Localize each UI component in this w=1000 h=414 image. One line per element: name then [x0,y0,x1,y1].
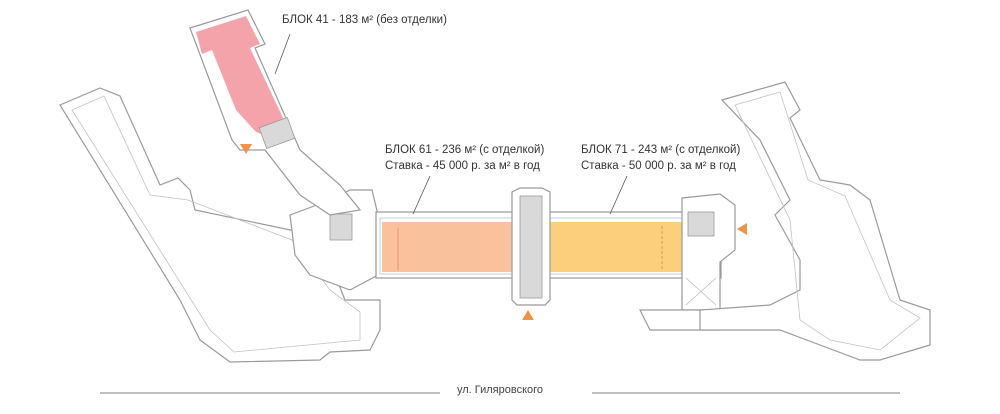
entrance-arrow-north [240,144,252,154]
block-41-label: БЛОК 41 - 183 м² (без отделки) [282,12,447,28]
street-name: ул. Гиляровского [456,384,544,396]
block-71-area [545,222,682,272]
block-71-title: БЛОК 71 - 243 м² (с отделкой) [581,144,741,156]
block-61-rate: Ставка - 45 000 р. за м² в год [385,160,540,172]
right-stairs [687,211,715,237]
leader-line-41 [274,33,291,75]
entrance-arrow-south [522,310,534,320]
central-stairs [519,195,543,299]
right-tower [681,193,736,311]
left-stairs [329,213,353,241]
block-41-area [196,16,285,134]
block-61-label: БЛОК 61 - 236 м² (с отделкой) Ставка - 4… [385,142,544,174]
entrance-arrow-east [737,223,747,235]
leader-line-71 [609,175,628,215]
block-61-title: БЛОК 61 - 236 м² (с отделкой) [385,144,545,156]
block-71-label: БЛОК 71 - 243 м² (с отделкой) Ставка - 5… [581,142,740,174]
block-61-area [382,222,518,272]
right-wing [699,81,931,361]
block-71-rate: Ставка - 50 000 р. за м² в год [581,160,736,172]
leader-line-61 [412,175,431,215]
north-stairs [258,117,296,149]
block-41-title: БЛОК 41 - 183 м² (без отделки) [282,14,447,26]
